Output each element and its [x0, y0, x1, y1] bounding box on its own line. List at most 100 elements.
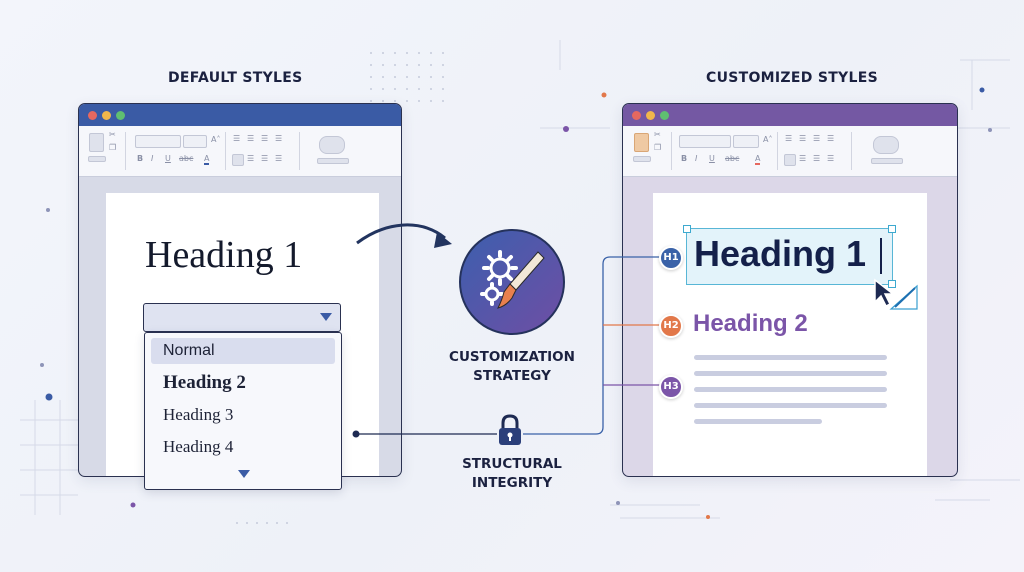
cut-icon[interactable]: ✂ — [654, 130, 661, 139]
grid-dot — [430, 64, 432, 66]
font-name-box[interactable] — [679, 135, 731, 148]
minimize-dot-icon[interactable] — [646, 111, 655, 120]
font-color-button[interactable]: A — [755, 154, 761, 165]
menu-item-heading-2[interactable]: Heading 2 — [163, 372, 246, 393]
h2-badge: H2 — [659, 314, 683, 338]
italic-button[interactable]: I — [151, 154, 154, 163]
close-dot-icon[interactable] — [88, 111, 97, 120]
arrow-head-icon — [434, 232, 452, 248]
grid-dot — [418, 88, 420, 90]
h3-badge: H3 — [659, 375, 683, 399]
minimize-dot-icon[interactable] — [102, 111, 111, 120]
ribbon-separator — [851, 132, 852, 170]
body-text-line — [694, 387, 887, 392]
maximize-dot-icon[interactable] — [116, 111, 125, 120]
copy-icon[interactable]: ❐ — [109, 143, 117, 152]
customized-styles-label: CUSTOMIZED STYLES — [706, 70, 878, 86]
menu-item-normal[interactable]: Normal — [151, 338, 335, 364]
heading-1-text[interactable]: Heading 1 — [694, 233, 867, 274]
numbering-icon[interactable]: ☰ — [799, 134, 807, 143]
align-center-icon[interactable]: ☰ — [799, 154, 807, 163]
outdent-icon[interactable]: ☰ — [827, 134, 835, 143]
window-titlebar — [79, 104, 401, 126]
body-text-line — [694, 355, 887, 360]
cursor-pen-icon — [874, 278, 918, 310]
grow-font-icon[interactable]: A˄ — [211, 135, 221, 144]
grid-dot — [394, 100, 396, 102]
paste-icon[interactable] — [89, 133, 104, 152]
maximize-dot-icon[interactable] — [660, 111, 669, 120]
ribbon-toolbar: ✂ ❐ A˄ B I U abc A ☰ ☰ ☰ ☰ ☰ ☰ ☰ — [79, 126, 401, 177]
indent-icon[interactable]: ☰ — [813, 134, 821, 143]
close-dot-icon[interactable] — [632, 111, 641, 120]
styles-gallery-icon[interactable] — [319, 136, 345, 154]
grid-dot — [370, 76, 372, 78]
indent-icon[interactable]: ☰ — [261, 134, 269, 143]
font-size-box[interactable] — [733, 135, 759, 148]
align-center-icon[interactable]: ☰ — [247, 154, 255, 163]
resize-handle[interactable] — [888, 280, 896, 288]
copy-icon[interactable]: ❐ — [654, 143, 662, 152]
grid-dot — [442, 88, 444, 90]
grid-dot — [236, 522, 238, 524]
paste-icon[interactable] — [634, 133, 649, 152]
cut-icon[interactable]: ✂ — [109, 130, 116, 139]
grid-dot — [442, 100, 444, 102]
grid-dot — [406, 76, 408, 78]
justify-icon[interactable]: ☰ — [827, 154, 835, 163]
bold-button[interactable]: B — [137, 154, 144, 163]
gear-brush-icon — [459, 229, 565, 335]
grid-dot — [406, 52, 408, 54]
body-text-line — [694, 371, 887, 376]
chevron-down-icon — [320, 313, 332, 321]
font-name-box[interactable] — [135, 135, 181, 148]
grid-dot — [418, 100, 420, 102]
structural-integrity-label: STRUCTURAL INTEGRITY — [430, 455, 594, 493]
grid-dot — [382, 64, 384, 66]
numbering-icon[interactable]: ☰ — [247, 134, 255, 143]
scroll-down-icon[interactable] — [238, 470, 250, 479]
outdent-icon[interactable]: ☰ — [275, 134, 283, 143]
strikethrough-button[interactable]: abc — [179, 154, 194, 163]
integrity-line-2: INTEGRITY — [471, 475, 553, 491]
heading-1-selection[interactable]: Heading 1 — [683, 225, 896, 288]
style-dropdown[interactable] — [143, 303, 341, 332]
grid-dot — [442, 64, 444, 66]
bullets-icon[interactable]: ☰ — [785, 134, 793, 143]
strikethrough-button[interactable]: abc — [725, 154, 740, 163]
underline-button[interactable]: U — [165, 154, 171, 163]
grid-dot — [430, 52, 432, 54]
grow-font-icon[interactable]: A˄ — [763, 135, 773, 144]
grid-dot — [256, 522, 258, 524]
align-right-icon[interactable]: ☰ — [261, 154, 269, 163]
ribbon-bar — [871, 158, 903, 164]
menu-item-heading-3[interactable]: Heading 3 — [163, 405, 234, 424]
underline-button[interactable]: U — [709, 154, 715, 163]
italic-button[interactable]: I — [695, 154, 698, 163]
justify-icon[interactable]: ☰ — [275, 154, 283, 163]
grid-dot — [430, 88, 432, 90]
bullets-icon[interactable]: ☰ — [233, 134, 241, 143]
align-left-icon[interactable] — [232, 154, 244, 166]
h1-connector — [523, 256, 660, 435]
font-color-button[interactable]: A — [204, 154, 210, 165]
bold-button[interactable]: B — [681, 154, 688, 163]
body-text-line — [694, 403, 887, 408]
grid-dot — [430, 76, 432, 78]
heading-1-text: Heading 1 — [145, 234, 303, 276]
grid-dot — [370, 88, 372, 90]
grid-dot — [276, 522, 278, 524]
strategy-line-1: CUSTOMIZATION — [449, 349, 575, 365]
menu-item-heading-4[interactable]: Heading 4 — [163, 437, 234, 456]
grid-dot — [406, 88, 408, 90]
ribbon-bar — [317, 158, 349, 164]
align-left-icon[interactable] — [784, 154, 796, 166]
font-size-box[interactable] — [183, 135, 207, 148]
grid-dot — [382, 100, 384, 102]
grid-dot — [382, 76, 384, 78]
ribbon-toolbar: ✂ ❐ A˄ B I U abc A ☰ ☰ ☰ ☰ ☰ ☰ ☰ — [623, 126, 957, 177]
styles-gallery-icon[interactable] — [873, 136, 899, 154]
resize-handle[interactable] — [888, 225, 896, 233]
resize-handle[interactable] — [683, 225, 691, 233]
align-right-icon[interactable]: ☰ — [813, 154, 821, 163]
